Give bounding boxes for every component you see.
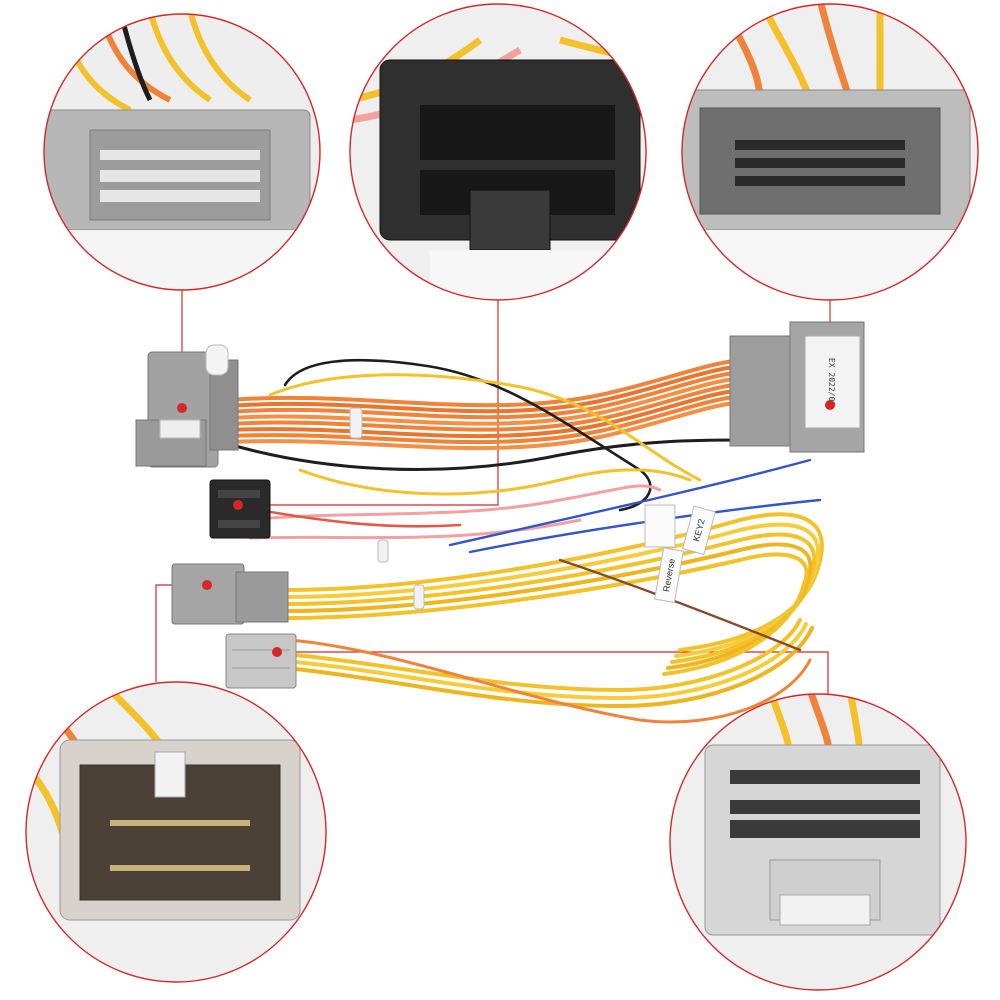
callout-dots <box>177 400 835 657</box>
lower-gray-connector-b <box>225 633 297 689</box>
detail-circle-top-right <box>681 3 979 301</box>
detail-circle-top-center <box>349 3 647 301</box>
lower-gray-connector-a <box>171 563 289 625</box>
label-tags: KEY2 Reverse <box>644 504 716 604</box>
detail-circle-bottom-right <box>669 693 967 991</box>
wire-bundles <box>228 358 824 724</box>
zip-ties <box>349 407 425 610</box>
main-connector-label: EX 2022/09 <box>827 358 836 406</box>
detail-circle-top-left <box>43 13 321 291</box>
detail-circle-bottom-left <box>25 681 327 983</box>
right-gray-main-connector: EX 2022/09 <box>729 321 865 453</box>
left-gray-connector <box>135 344 239 468</box>
